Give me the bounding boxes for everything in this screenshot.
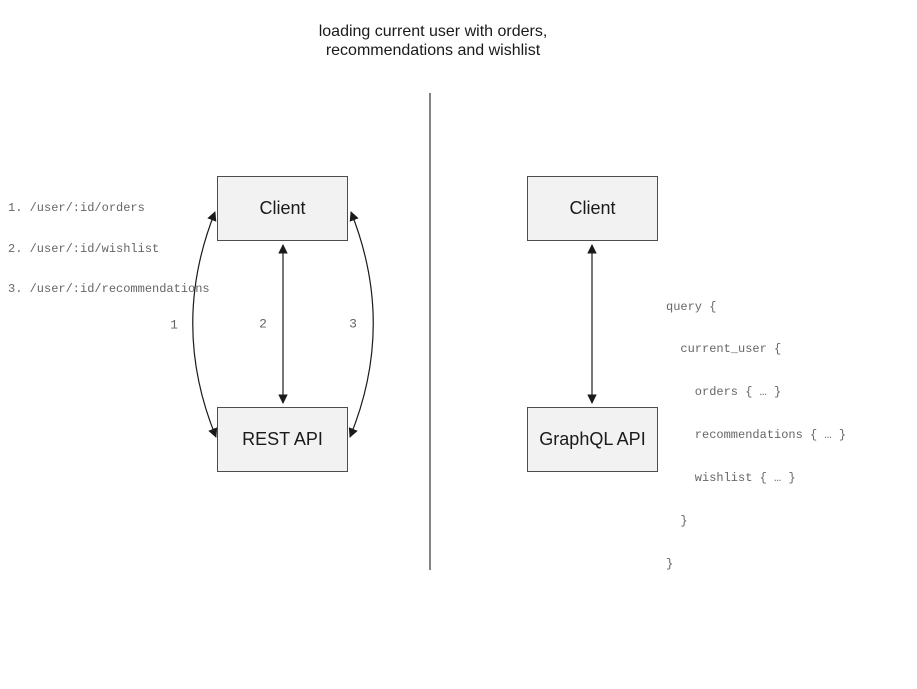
graphql-query-snippet: query { current_user { orders { … } reco…: [666, 271, 846, 600]
rest-client-label: Client: [259, 198, 306, 218]
rest-endpoint-list: 1. /user/:id/orders 2. /user/:id/wishlis…: [8, 175, 210, 324]
rest-endpoint-2: 2. /user/:id/wishlist: [8, 241, 160, 256]
graphql-query-line-4: recommendations { … }: [666, 428, 847, 443]
graphql-query-line-1: query {: [666, 299, 717, 314]
rest-arrow-1-label: 1: [170, 317, 178, 333]
graphql-query-line-7: }: [666, 556, 674, 571]
rest-endpoint-1: 1. /user/:id/orders: [8, 201, 145, 215]
rest-api-label: REST API: [242, 429, 323, 449]
rest-endpoint-3: 3. /user/:id/recommendations: [8, 282, 210, 296]
diagram-title-line-2: recommendations and wishlist: [325, 42, 541, 59]
rest-api-node: REST API: [217, 407, 348, 472]
rest-arrow-2-label: 2: [259, 316, 267, 332]
graphql-api-label: GraphQL API: [539, 429, 646, 449]
rest-arrow-3-label: 3: [349, 316, 357, 332]
rest-client-node: Client: [217, 176, 348, 241]
diagram-title: loading current user with orders, recomm…: [173, 22, 693, 60]
graphql-client-label: Client: [569, 198, 616, 218]
diagram-title-line-1: loading current user with orders,: [318, 23, 548, 40]
graphql-api-node: GraphQL API: [527, 407, 658, 472]
graphql-query-line-5: wishlist { … }: [666, 471, 796, 486]
graphql-client-node: Client: [527, 176, 658, 241]
graphql-query-line-2: current_user {: [666, 342, 782, 357]
graphql-query-line-3: orders { … }: [666, 385, 782, 400]
graphql-query-line-6: }: [666, 514, 688, 529]
